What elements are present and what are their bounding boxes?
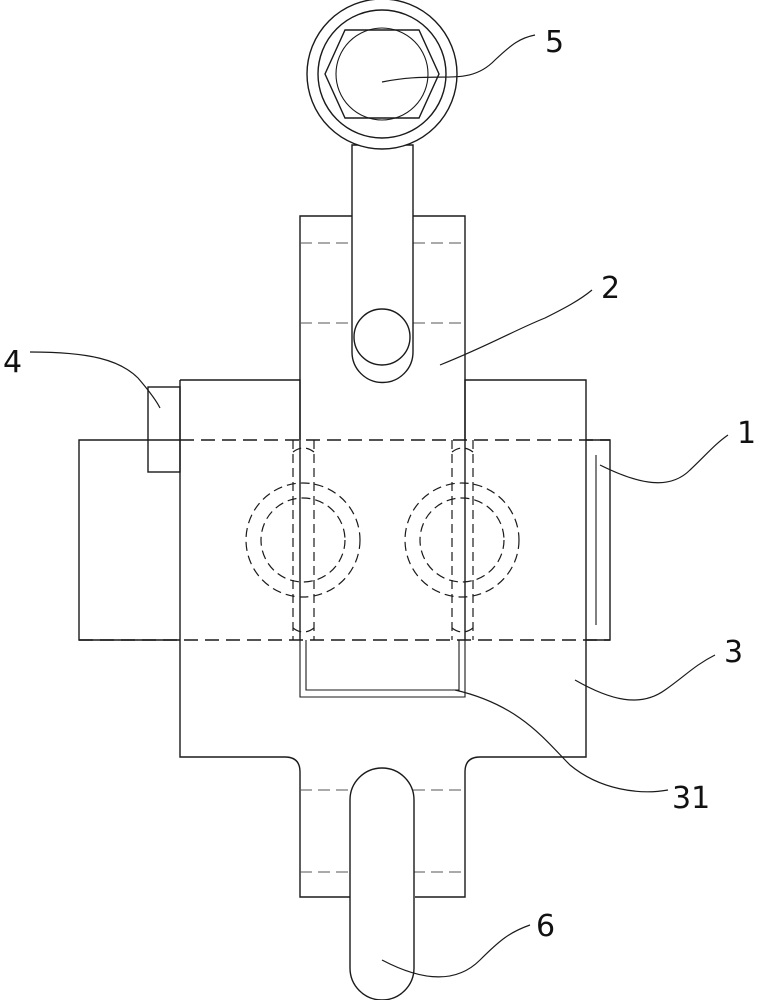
leader-lines (29, 34, 729, 978)
label-4: 4 (3, 345, 22, 380)
label-31: 31 (672, 781, 710, 816)
label-1: 1 (737, 416, 756, 451)
part-4-side-block (147, 386, 181, 473)
part-1-body (78, 439, 611, 641)
reference-labels: 5 2 4 1 3 31 6 (3, 25, 756, 944)
label-3: 3 (724, 635, 743, 670)
label-2: 2 (601, 271, 620, 306)
part-31-groove (299, 640, 466, 698)
hidden-shafts (292, 440, 474, 640)
hidden-bearing-left (245, 482, 361, 598)
label-5: 5 (545, 25, 564, 60)
label-6: 6 (536, 909, 555, 944)
part-6-handle (349, 767, 415, 1000)
part-5-wrench (306, 0, 458, 384)
hidden-bearing-right (404, 482, 520, 598)
